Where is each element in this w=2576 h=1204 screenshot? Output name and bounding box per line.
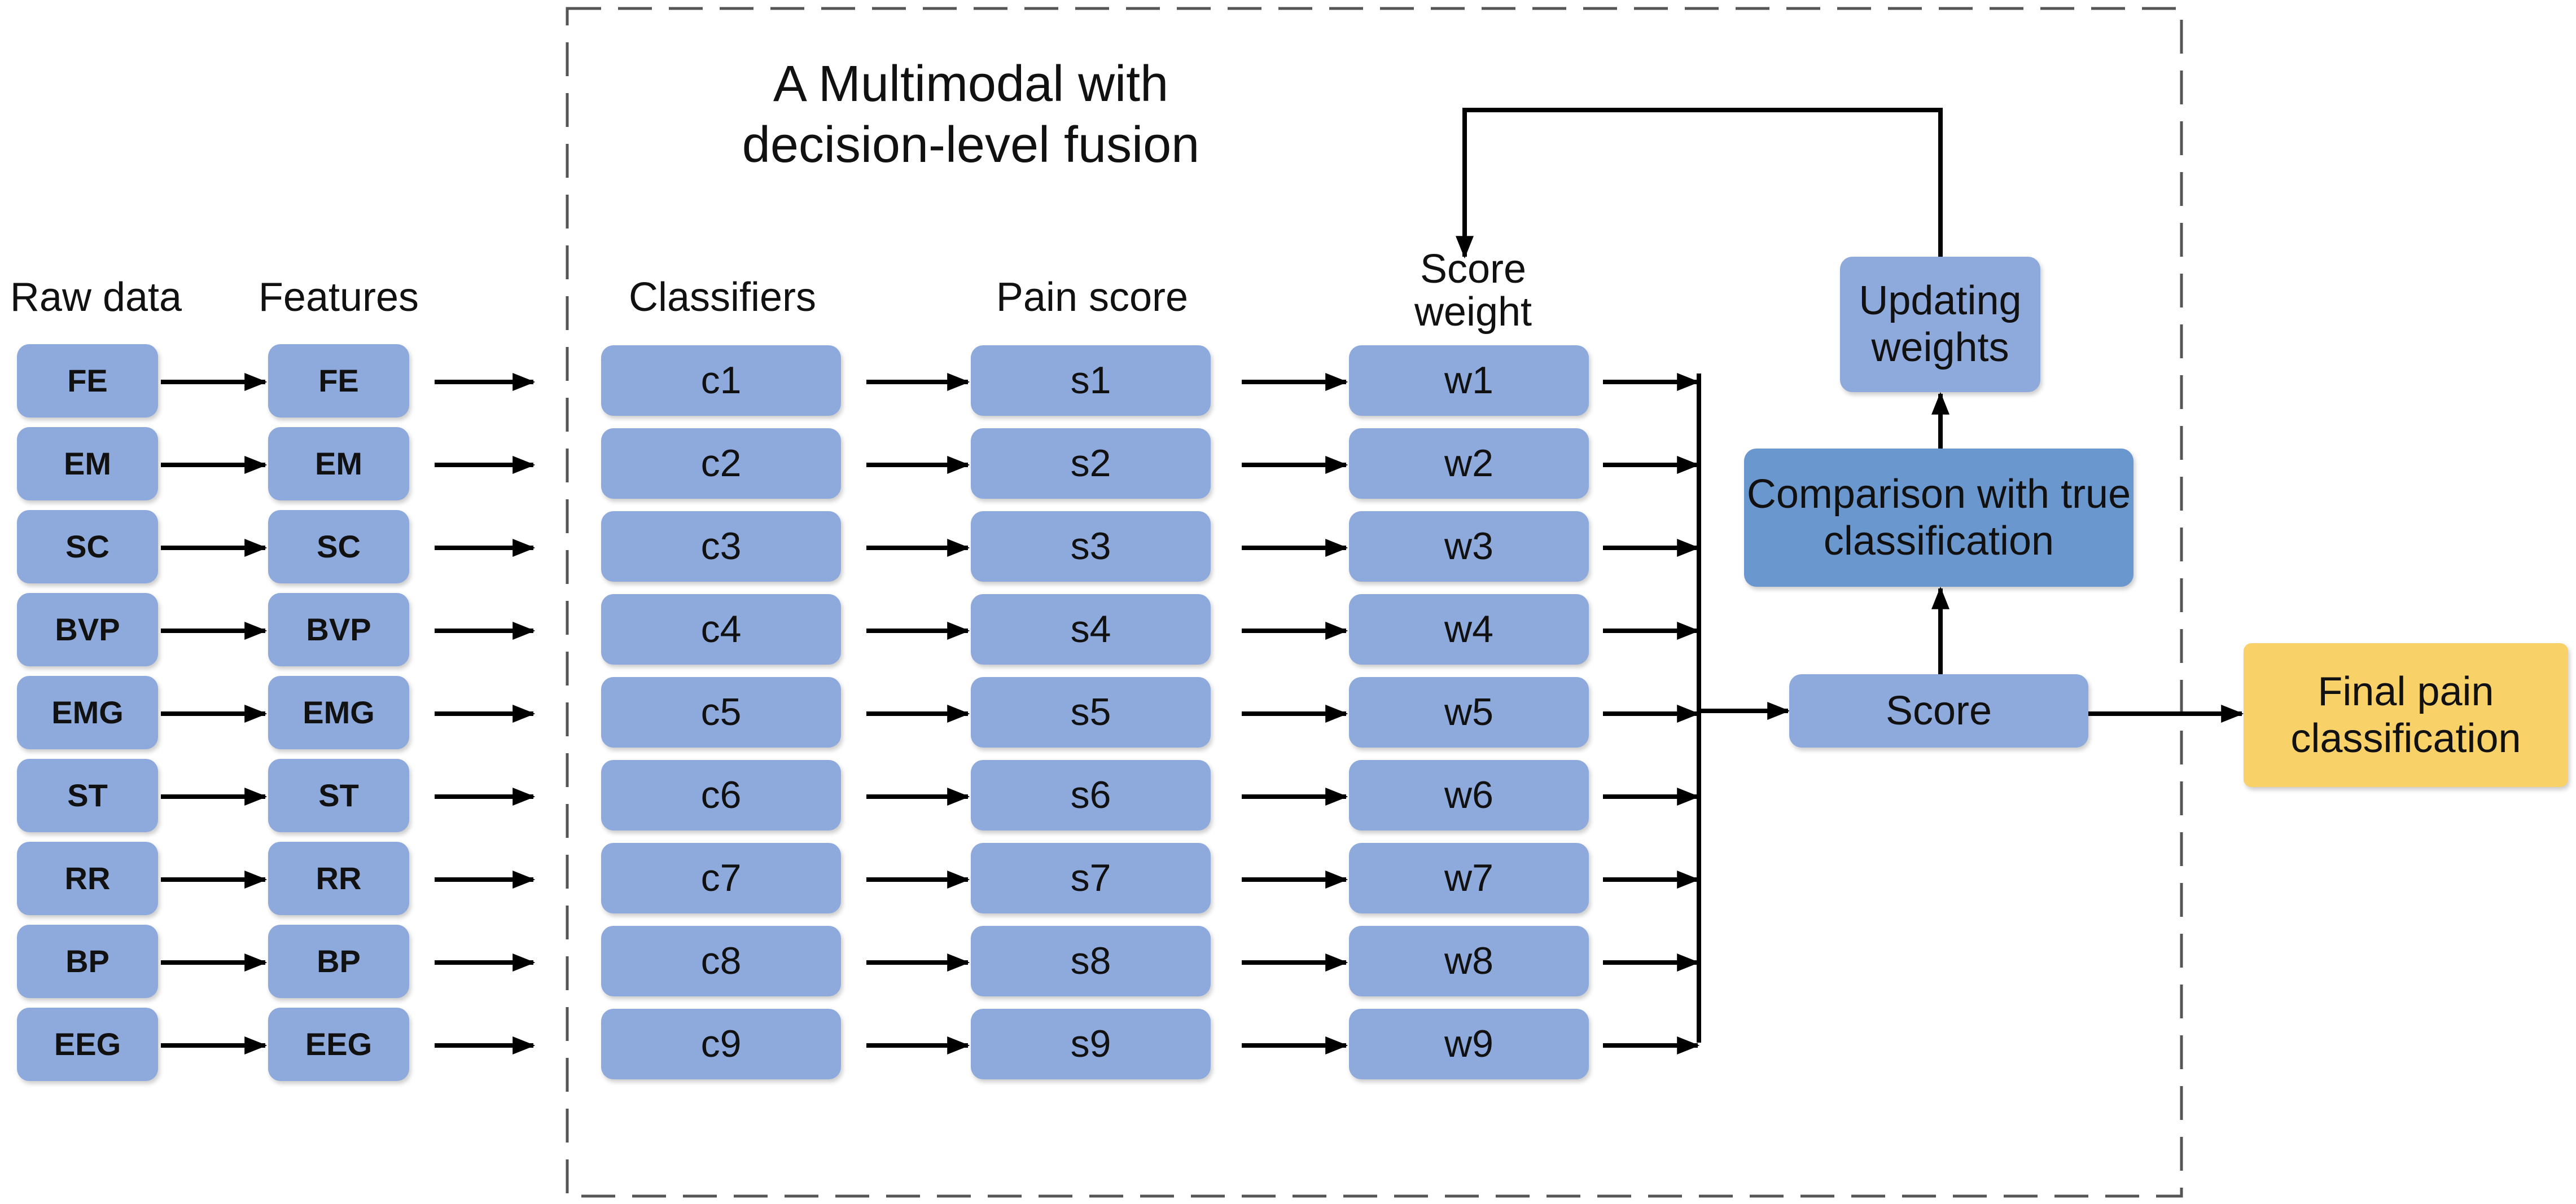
raw-data-box: EM: [17, 427, 158, 500]
feature-box: ST: [268, 759, 409, 832]
header-pain-score: Pain score: [996, 275, 1189, 320]
final-classification-box: Final pain classification: [2244, 643, 2568, 787]
raw-data-box: RR: [17, 842, 158, 915]
feature-box: EM: [268, 427, 409, 500]
score-weight-box: w5: [1349, 677, 1589, 748]
score-box: Score: [1789, 674, 2088, 748]
score-weight-box: w7: [1349, 843, 1589, 913]
classifier-box: c9: [601, 1009, 841, 1079]
pain-score-box: s4: [971, 594, 1211, 665]
score-weight-box: w9: [1349, 1009, 1589, 1079]
score-weight-box: w8: [1349, 926, 1589, 996]
score-weight-box: w4: [1349, 594, 1589, 665]
classifier-box: c3: [601, 511, 841, 582]
classifier-box: c1: [601, 345, 841, 416]
classifier-box: c5: [601, 677, 841, 748]
comparison-box: Comparison with true classification: [1744, 449, 2133, 587]
raw-data-box: BP: [17, 925, 158, 998]
fusion-region-border: [566, 7, 2183, 1198]
feature-box: FE: [268, 344, 409, 418]
classifier-box: c2: [601, 428, 841, 499]
header-features: Features: [258, 275, 419, 320]
raw-data-box: EMG: [17, 676, 158, 749]
score-weight-box: w2: [1349, 428, 1589, 499]
score-weight-box: w1: [1349, 345, 1589, 416]
feature-box: BVP: [268, 593, 409, 666]
classifier-box: c7: [601, 843, 841, 913]
score-weight-box: w6: [1349, 760, 1589, 831]
pain-score-box: s6: [971, 760, 1211, 831]
pain-score-box: s1: [971, 345, 1211, 416]
raw-data-box: FE: [17, 344, 158, 418]
pain-score-box: s9: [971, 1009, 1211, 1079]
classifier-box: c6: [601, 760, 841, 831]
feedback-loop-arrow: [1456, 108, 1943, 259]
pain-score-box: s5: [971, 677, 1211, 748]
header-raw-data: Raw data: [10, 275, 182, 320]
static-arrows: [1456, 108, 2244, 1043]
pain-score-box: s3: [971, 511, 1211, 582]
raw-data-box: BVP: [17, 593, 158, 666]
feature-box: RR: [268, 842, 409, 915]
score-weight-box: w3: [1349, 511, 1589, 582]
feature-box: EEG: [268, 1008, 409, 1081]
feature-box: BP: [268, 925, 409, 998]
updating-weights-box: Updating weights: [1840, 257, 2040, 392]
classifier-box: c8: [601, 926, 841, 996]
arrow-layer: [161, 373, 1700, 1054]
header-score-weight: Score weight: [1414, 247, 1532, 335]
raw-data-box: SC: [17, 510, 158, 583]
pain-score-box: s2: [971, 428, 1211, 499]
feature-box: SC: [268, 510, 409, 583]
header-classifiers: Classifiers: [628, 275, 817, 320]
pain-score-box: s8: [971, 926, 1211, 996]
raw-data-box: ST: [17, 759, 158, 832]
diagram-title: A Multimodal with decision-level fusion: [742, 56, 1200, 173]
feature-box: EMG: [268, 676, 409, 749]
raw-data-box: EEG: [17, 1008, 158, 1081]
pain-score-box: s7: [971, 843, 1211, 913]
classifier-box: c4: [601, 594, 841, 665]
